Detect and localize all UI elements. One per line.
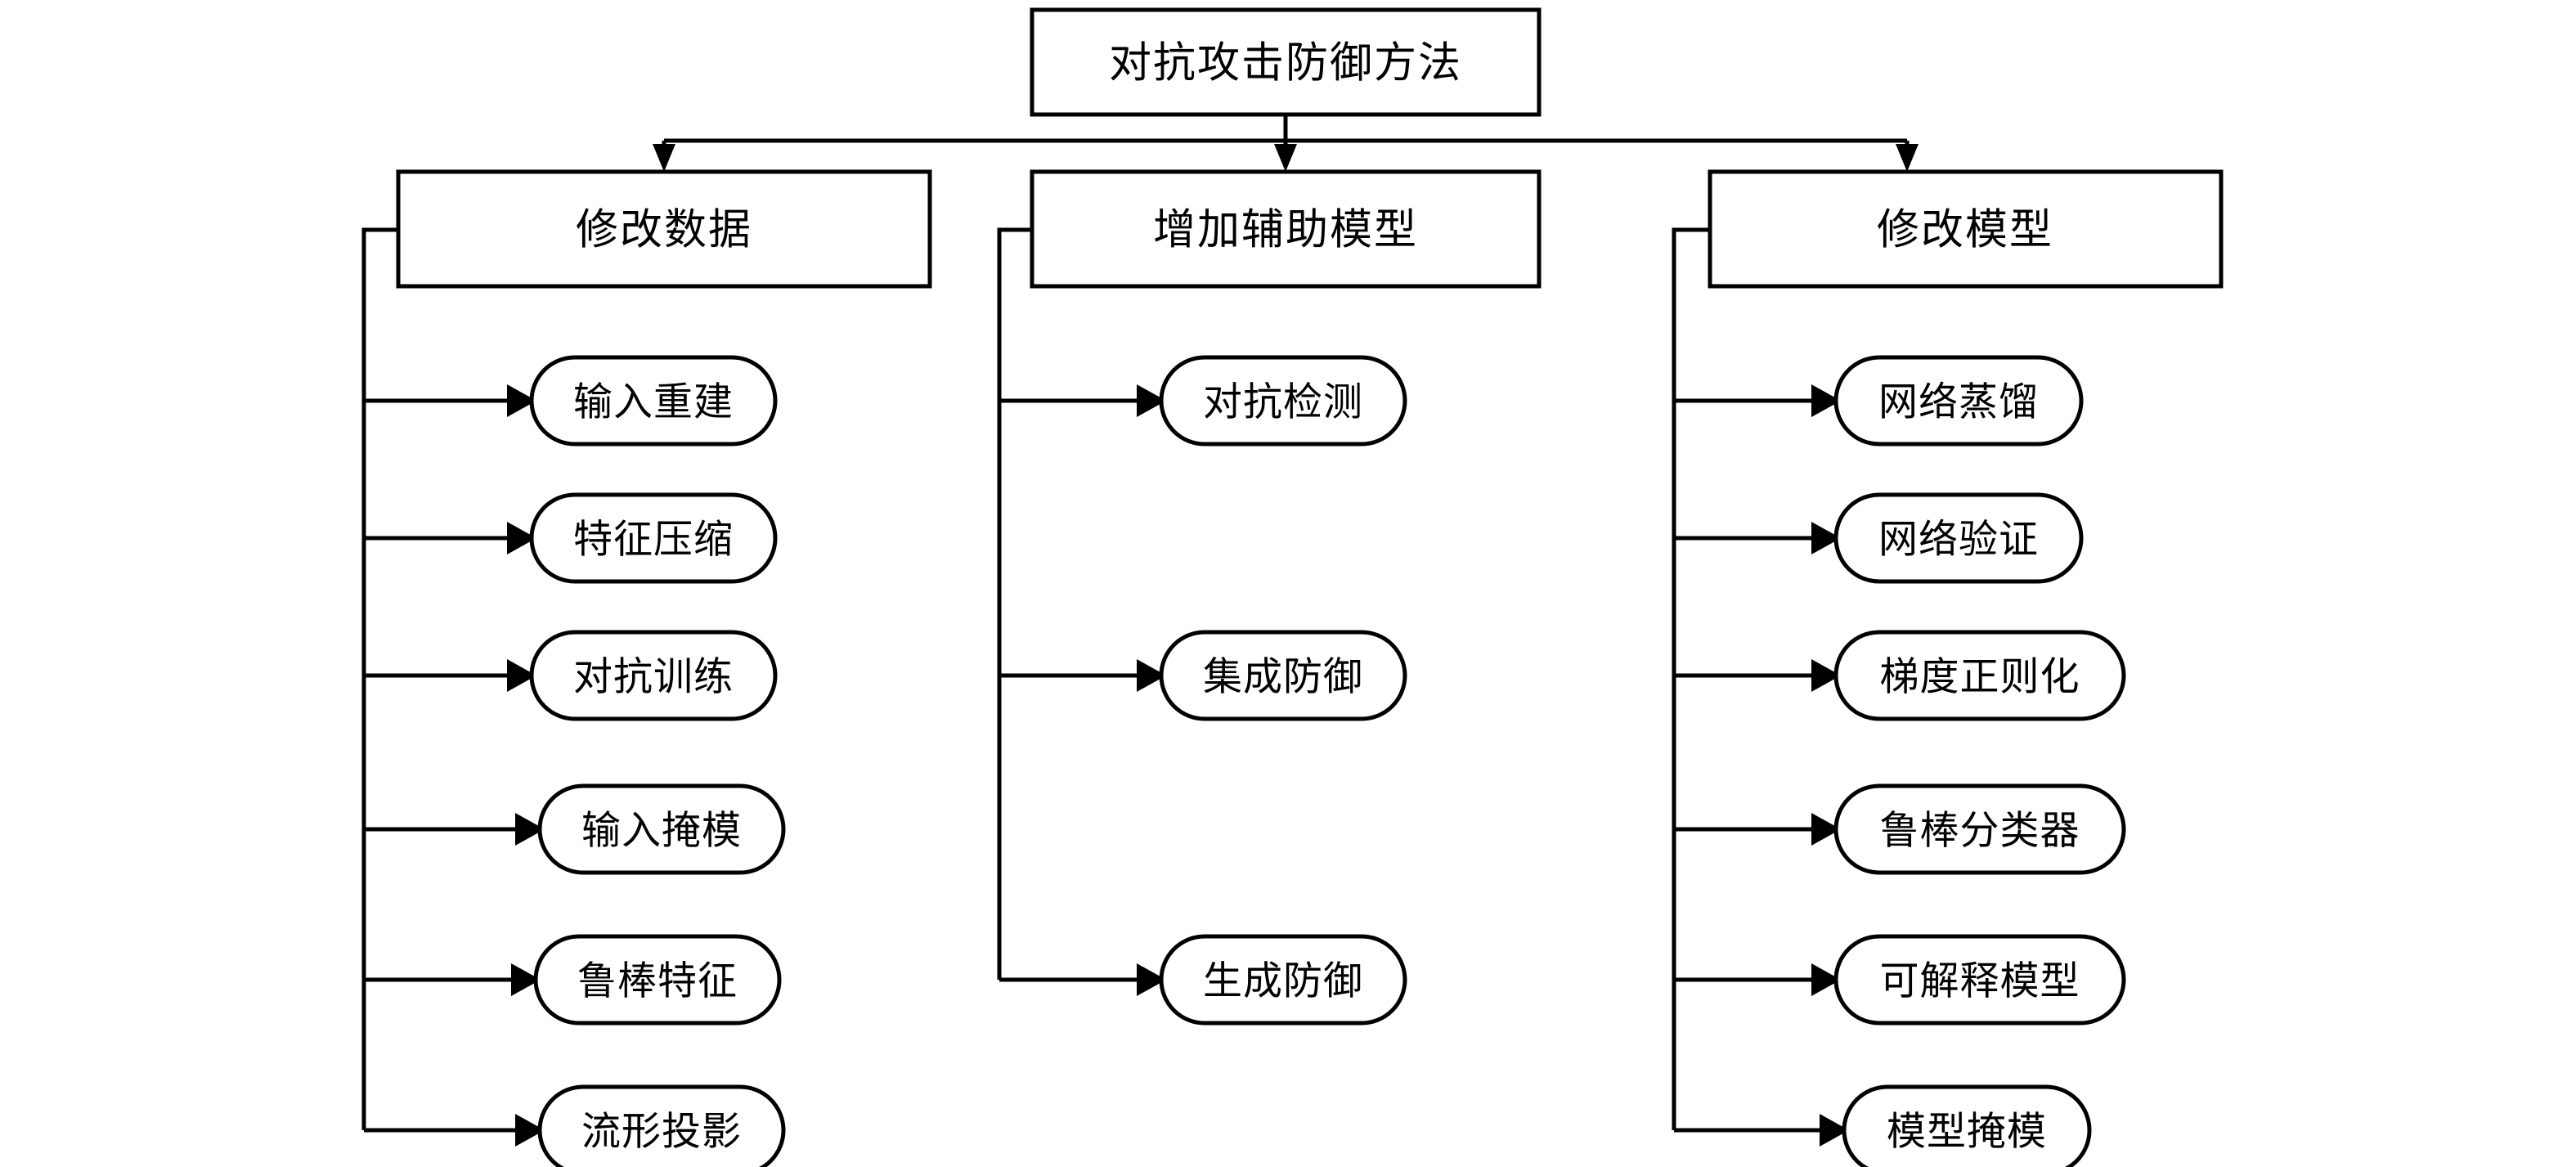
root-node[interactable]: 对抗攻击防御方法 (1030, 7, 1542, 117)
branch-1-arrow-right-icon-1 (507, 384, 536, 417)
branch-2-spine (997, 227, 1032, 980)
branch-3-leaf-1-label: 网络蒸馏 (1878, 381, 2039, 424)
branch-1-leaf-4[interactable]: 输入掩模 (537, 783, 786, 875)
branch-1-label: 修改数据 (576, 208, 752, 254)
root-node-box (1030, 7, 1542, 117)
branch-3-leaf-6-shape (1842, 1084, 2092, 1167)
root-fanout-connector (653, 114, 1919, 172)
root-arrow-down-icon-1 (653, 144, 675, 172)
branch-3-box[interactable] (1708, 169, 2224, 289)
branch-2-arrow-right-icon-3 (1137, 963, 1166, 996)
branch-3-leaf-5-label: 可解释模型 (1879, 960, 2080, 1003)
branch-1-leaf-3-label: 对抗训练 (573, 656, 734, 699)
branch-1-arrow-right-icon-5 (511, 963, 541, 996)
branch-3-leaf-1[interactable]: 网络蒸馏 (1833, 355, 2084, 447)
root-arrow-down-icon-2 (1274, 144, 1297, 172)
branch-3-arrow-right-icon-4 (1811, 813, 1841, 846)
branch-3-label: 修改模型 (1877, 208, 2053, 254)
branch-1-leaf-1-label: 输入重建 (573, 381, 734, 424)
branch-2-leaf-3[interactable]: 生成防御 (1159, 934, 1407, 1026)
branch-3-leaf-3-shape (1833, 630, 2126, 721)
branch-3-leaf-3[interactable]: 梯度正则化 (1833, 630, 2126, 721)
branch-2-leaf-3-label: 生成防御 (1203, 960, 1363, 1003)
branch-3-leaf-5-shape (1833, 934, 2126, 1026)
branch-3-arrow-right-icon-5 (1811, 963, 1841, 996)
branch-2-leaf-3-shape (1159, 934, 1407, 1026)
branch-1-leaf-6-label: 流形投影 (581, 1111, 742, 1154)
branch-1-leaf-3-shape (529, 630, 778, 721)
branch-3-leaf-1-shape (1833, 355, 2084, 447)
root-node-label: 对抗攻击防御方法 (1109, 41, 1462, 88)
branch-1-leaf-3[interactable]: 对抗训练 (529, 630, 778, 721)
branch-3-leaf-2[interactable]: 网络验证 (1833, 492, 2084, 584)
branch-3-arrow-right-icon-2 (1811, 522, 1841, 554)
branch-1-leaf-2[interactable]: 特征压缩 (529, 492, 778, 584)
branch-1-leaf-5[interactable]: 鲁棒特征 (533, 934, 782, 1026)
branch-1-leaf-1[interactable]: 输入重建 (529, 355, 778, 447)
branch-1-arrow-right-icon-4 (515, 813, 545, 846)
branch-3-leaf-4-label: 鲁棒分类器 (1879, 810, 2080, 853)
branch-3-leaf-2-label: 网络验证 (1878, 518, 2039, 562)
root-arrow-down-icon-3 (1896, 144, 1919, 172)
branch-2-leaf-1-label: 对抗检测 (1203, 381, 1363, 424)
branch-1-arrow-right-icon-2 (507, 522, 536, 554)
branch-2-leaf-1-shape (1159, 355, 1407, 447)
branch-1-leaf-5-shape (533, 934, 782, 1026)
branch-3-arrow-right-icon-1 (1811, 384, 1841, 417)
branch-2-arrow-right-icon-1 (1137, 384, 1166, 417)
branch-3-leaf-4-shape (1833, 783, 2126, 875)
branch-3-arrow-right-icon-3 (1811, 659, 1841, 692)
branch-1-spine (361, 227, 398, 1130)
branch-2-leaf-2-shape (1159, 630, 1407, 721)
branch-3-leaf-3-label: 梯度正则化 (1879, 656, 2080, 699)
branch-3-leaf-6[interactable]: 模型掩模 (1842, 1084, 2092, 1167)
branch-1-leaf-1-shape (529, 355, 778, 447)
branch-2-label: 增加辅助模型 (1153, 208, 1418, 254)
branch-3-leaf-4[interactable]: 鲁棒分类器 (1833, 783, 2126, 875)
branch-2-leaf-1[interactable]: 对抗检测 (1159, 355, 1407, 447)
branch-group-1: 修改数据 输入重建 特征压缩 (361, 169, 932, 1167)
branch-1-leaf-6[interactable]: 流形投影 (537, 1084, 786, 1167)
branch-2-arrow-right-icon-2 (1137, 659, 1166, 692)
branch-3-leaf-6-label: 模型掩模 (1887, 1111, 2047, 1154)
branch-1-arrow-right-icon-3 (507, 659, 536, 692)
branch-1-leaf-6-shape (537, 1084, 786, 1167)
branch-1-leaf-2-label: 特征压缩 (573, 518, 734, 562)
branch-3-spine (1672, 227, 1710, 1130)
branch-1-arrow-right-icon-6 (515, 1114, 545, 1147)
branch-1-leaf-4-shape (537, 783, 786, 875)
branch-group-3: 修改模型 网络蒸馏 网络验证 梯度正则 (1672, 169, 2224, 1167)
branch-1-leaf-2-shape (529, 492, 778, 584)
branch-1-leaf-4-label: 输入掩模 (581, 810, 742, 853)
branch-2-box[interactable] (1030, 169, 1542, 289)
branch-3-leaf-5[interactable]: 可解释模型 (1833, 934, 2126, 1026)
branch-2-leaf-2-label: 集成防御 (1203, 656, 1363, 699)
branch-1-leaf-5-label: 鲁棒特征 (577, 960, 738, 1003)
branch-2-leaf-2[interactable]: 集成防御 (1159, 630, 1407, 721)
branch-3-arrow-right-icon-6 (1820, 1114, 1849, 1147)
branch-3-leaf-2-shape (1833, 492, 2084, 584)
branch-group-2: 增加辅助模型 对抗检测 集成防御 生成防御 (997, 169, 1542, 1026)
